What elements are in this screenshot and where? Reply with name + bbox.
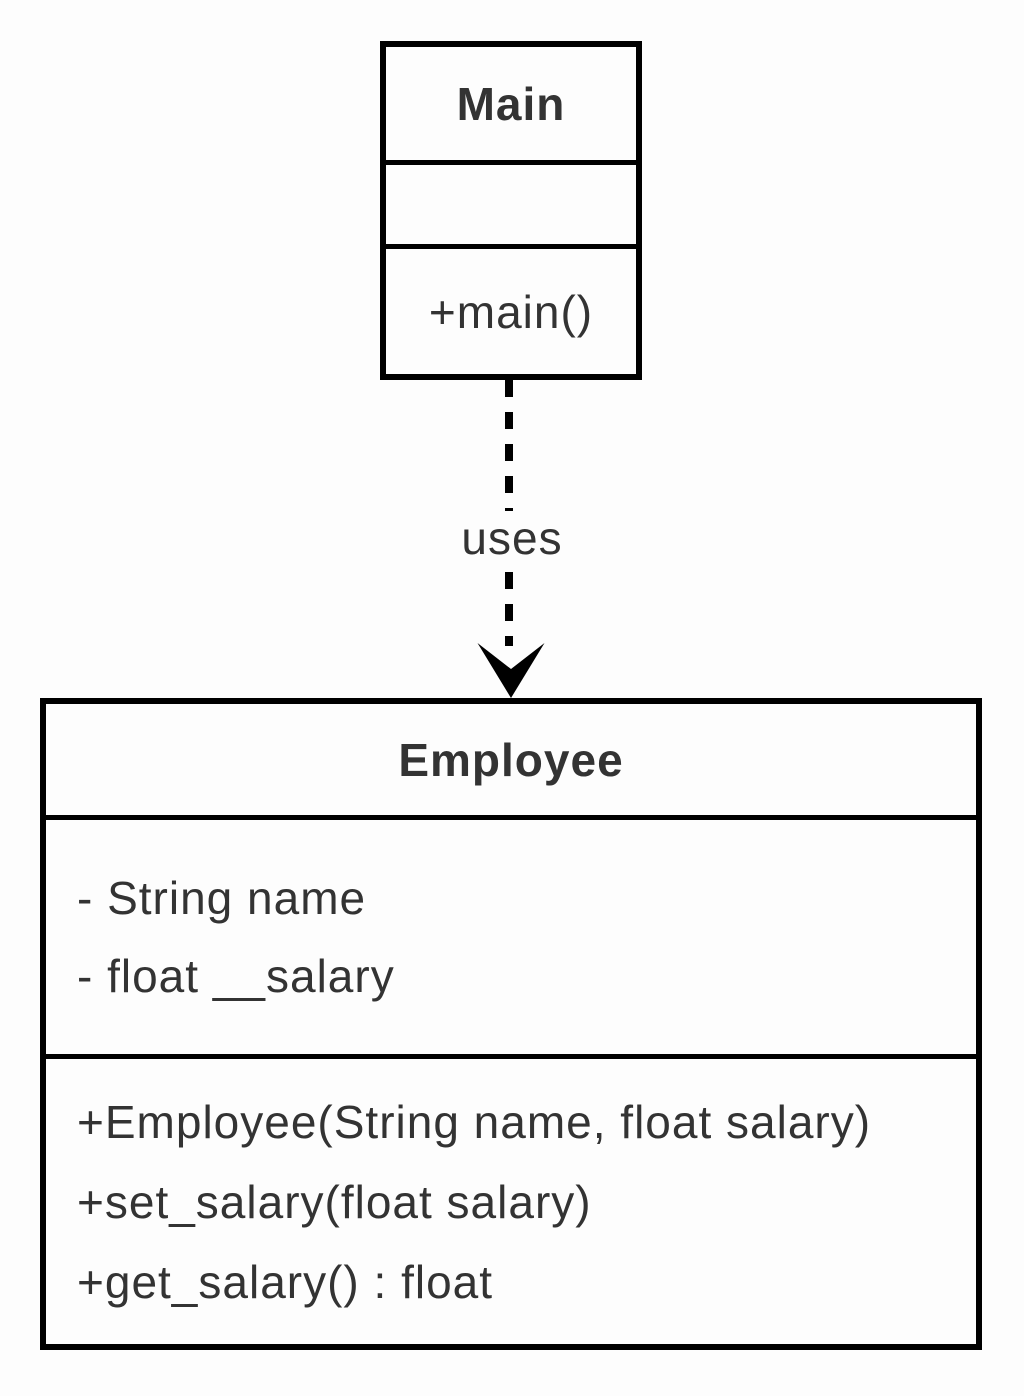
class-box-employee: Employee - String name - float __salary … xyxy=(40,698,982,1350)
class-name-main: Main xyxy=(386,47,636,165)
method-item: +set_salary(float salary) xyxy=(77,1175,592,1228)
class-name-employee: Employee xyxy=(46,704,976,820)
attributes-compartment-employee: - String name - float __salary xyxy=(46,820,976,1059)
method-item: +get_salary() : float xyxy=(77,1255,494,1308)
method-item: +Employee(String name, float salary) xyxy=(77,1095,872,1148)
methods-compartment-main: +main() xyxy=(386,249,636,374)
arrowhead-icon xyxy=(477,643,545,698)
attribute-item: - String name xyxy=(77,872,367,924)
method-item: +main() xyxy=(428,285,594,338)
connector-label: uses xyxy=(451,511,573,565)
methods-compartment-employee: +Employee(String name, float salary) +se… xyxy=(46,1059,976,1344)
class-box-main: Main +main() xyxy=(380,41,642,380)
attributes-compartment-main xyxy=(386,165,636,249)
attribute-item: - float __salary xyxy=(77,950,395,1002)
